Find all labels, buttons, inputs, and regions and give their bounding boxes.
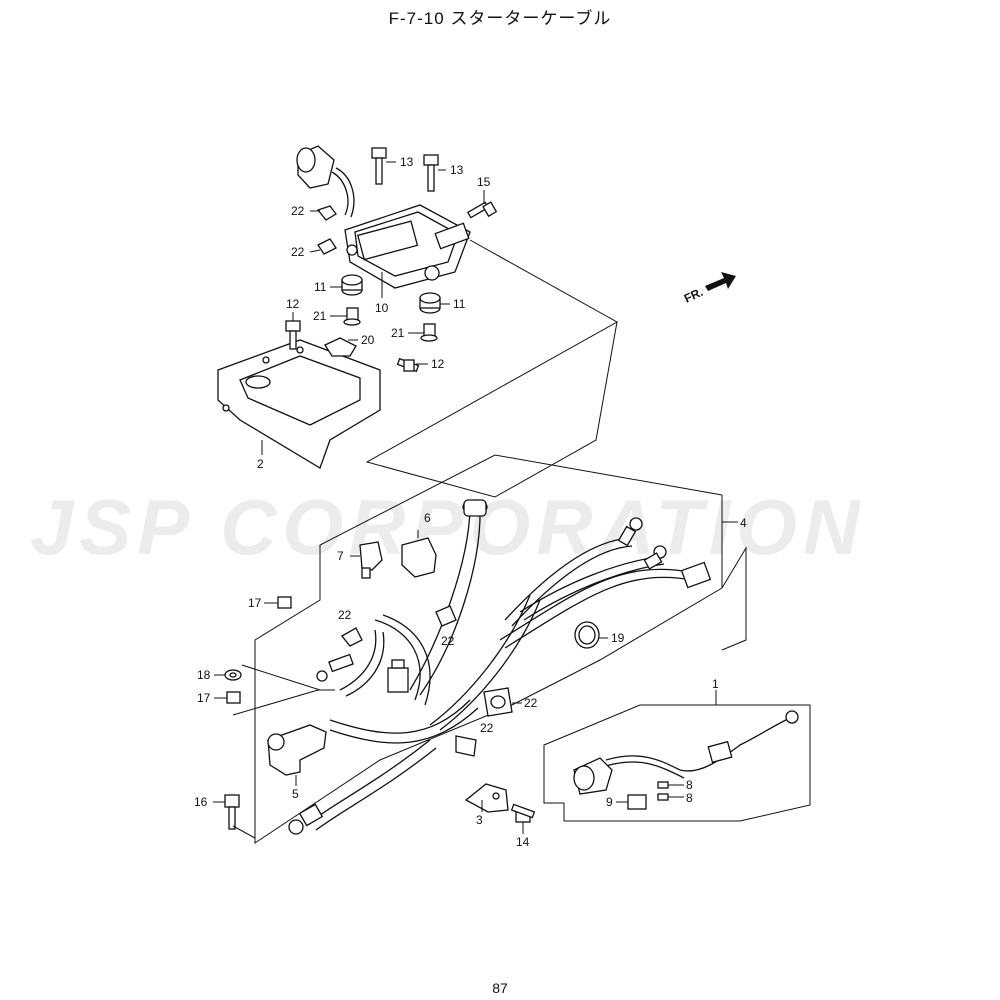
terminal-cap-6 xyxy=(401,537,437,578)
bolt-13a xyxy=(371,147,387,185)
harness-grommet xyxy=(462,499,488,517)
callout-15: 15 xyxy=(477,175,491,189)
watermark-text: JSP CORPORATION xyxy=(30,483,866,571)
callout-11b: 11 xyxy=(453,297,466,311)
callout-leaders xyxy=(213,161,738,834)
callout-17b: 17 xyxy=(197,691,211,705)
callout-4: 4 xyxy=(740,516,747,530)
clip-22-lower-c xyxy=(483,687,513,717)
front-direction-label: FR. xyxy=(682,285,705,306)
cable-ring-terminal-b xyxy=(643,545,667,570)
callout-6: 6 xyxy=(424,511,431,525)
callout-14: 14 xyxy=(516,835,530,849)
callout-12a: 12 xyxy=(286,297,300,311)
callout-21a: 21 xyxy=(313,309,327,323)
callout-1: 1 xyxy=(712,677,719,691)
washer-leader-lines xyxy=(232,664,335,839)
callout-19: 19 xyxy=(611,631,625,645)
upper-assembly-boundary xyxy=(365,239,619,498)
callout-18: 18 xyxy=(197,668,211,682)
page-number: 87 xyxy=(492,980,508,996)
callout-22b: 22 xyxy=(291,245,305,259)
callout-22a: 22 xyxy=(291,204,305,218)
callout-20: 20 xyxy=(361,333,375,347)
callout-11a: 11 xyxy=(314,280,327,294)
collar-21a xyxy=(343,307,361,326)
terminal-8a xyxy=(657,781,669,789)
sub-harness-connector-large xyxy=(573,757,613,795)
callout-numbers: 1 2 3 4 6 5 7 8 8 9 10 11 11 12 12 13 13… xyxy=(194,155,747,849)
collar-21b xyxy=(420,323,438,342)
terminal-cover-5 xyxy=(267,724,327,776)
harness-boundary xyxy=(254,454,747,844)
bolt-14 xyxy=(510,803,536,823)
bolt-13b xyxy=(423,154,439,192)
cable-ring-terminal-c xyxy=(288,803,324,835)
callout-12b: 12 xyxy=(431,357,445,371)
callout-22d: 22 xyxy=(441,634,455,648)
callout-17a: 17 xyxy=(248,596,262,610)
nut-17b xyxy=(226,691,241,704)
clip-22-lower-a xyxy=(341,627,363,647)
clip-22-lower-d xyxy=(455,735,477,757)
callout-10: 10 xyxy=(375,301,389,315)
callout-22f: 22 xyxy=(480,721,494,735)
bolt-12b xyxy=(396,357,420,373)
front-direction-arrow xyxy=(705,272,736,291)
cable-band-19 xyxy=(574,621,600,649)
callout-7: 7 xyxy=(337,549,344,563)
callout-22e: 22 xyxy=(524,696,538,710)
terminal-cap-7 xyxy=(359,541,383,579)
clip-22-upper-a xyxy=(316,205,337,221)
cable-ring-terminal-a xyxy=(617,517,643,547)
starter-cable-harness xyxy=(309,504,693,831)
bolt-16 xyxy=(224,794,240,830)
callout-8b: 8 xyxy=(686,791,693,805)
relay-connector-plug xyxy=(296,145,355,218)
terminal-8b xyxy=(657,793,669,801)
relay-bracket xyxy=(217,339,381,469)
starter-relay xyxy=(344,204,471,289)
nut-17a xyxy=(277,596,292,609)
harness-center-connector xyxy=(387,659,409,693)
sub-harness-boundary xyxy=(543,704,811,822)
clip-22-lower-b xyxy=(435,605,457,627)
grommet-11a xyxy=(341,274,363,296)
clip-20 xyxy=(324,337,357,357)
harness-bracket-3 xyxy=(464,783,509,813)
grommet-11b xyxy=(419,292,441,314)
callout-9: 9 xyxy=(606,795,613,809)
callout-16: 16 xyxy=(194,795,208,809)
callout-2: 2 xyxy=(257,457,264,471)
callout-5: 5 xyxy=(292,787,299,801)
callout-8a: 8 xyxy=(686,778,693,792)
callout-21b: 21 xyxy=(391,326,405,340)
bolt-15 xyxy=(466,201,498,219)
clip-22-upper-b xyxy=(317,238,337,255)
cable-ring-terminal-d xyxy=(316,653,354,682)
callout-22c: 22 xyxy=(338,608,352,622)
sub-harness-cable xyxy=(605,710,799,779)
washer-18 xyxy=(224,669,242,681)
sub-harness-connector-small xyxy=(707,740,733,764)
relay-side-connector xyxy=(434,222,470,250)
callout-13b: 13 xyxy=(450,163,464,177)
callout-13a: 13 xyxy=(400,155,414,169)
connector-9 xyxy=(627,794,647,810)
diagram-title: F-7-10 スターターケーブル xyxy=(388,9,612,28)
harness-connector-plug xyxy=(680,561,712,589)
callout-3: 3 xyxy=(476,813,483,827)
